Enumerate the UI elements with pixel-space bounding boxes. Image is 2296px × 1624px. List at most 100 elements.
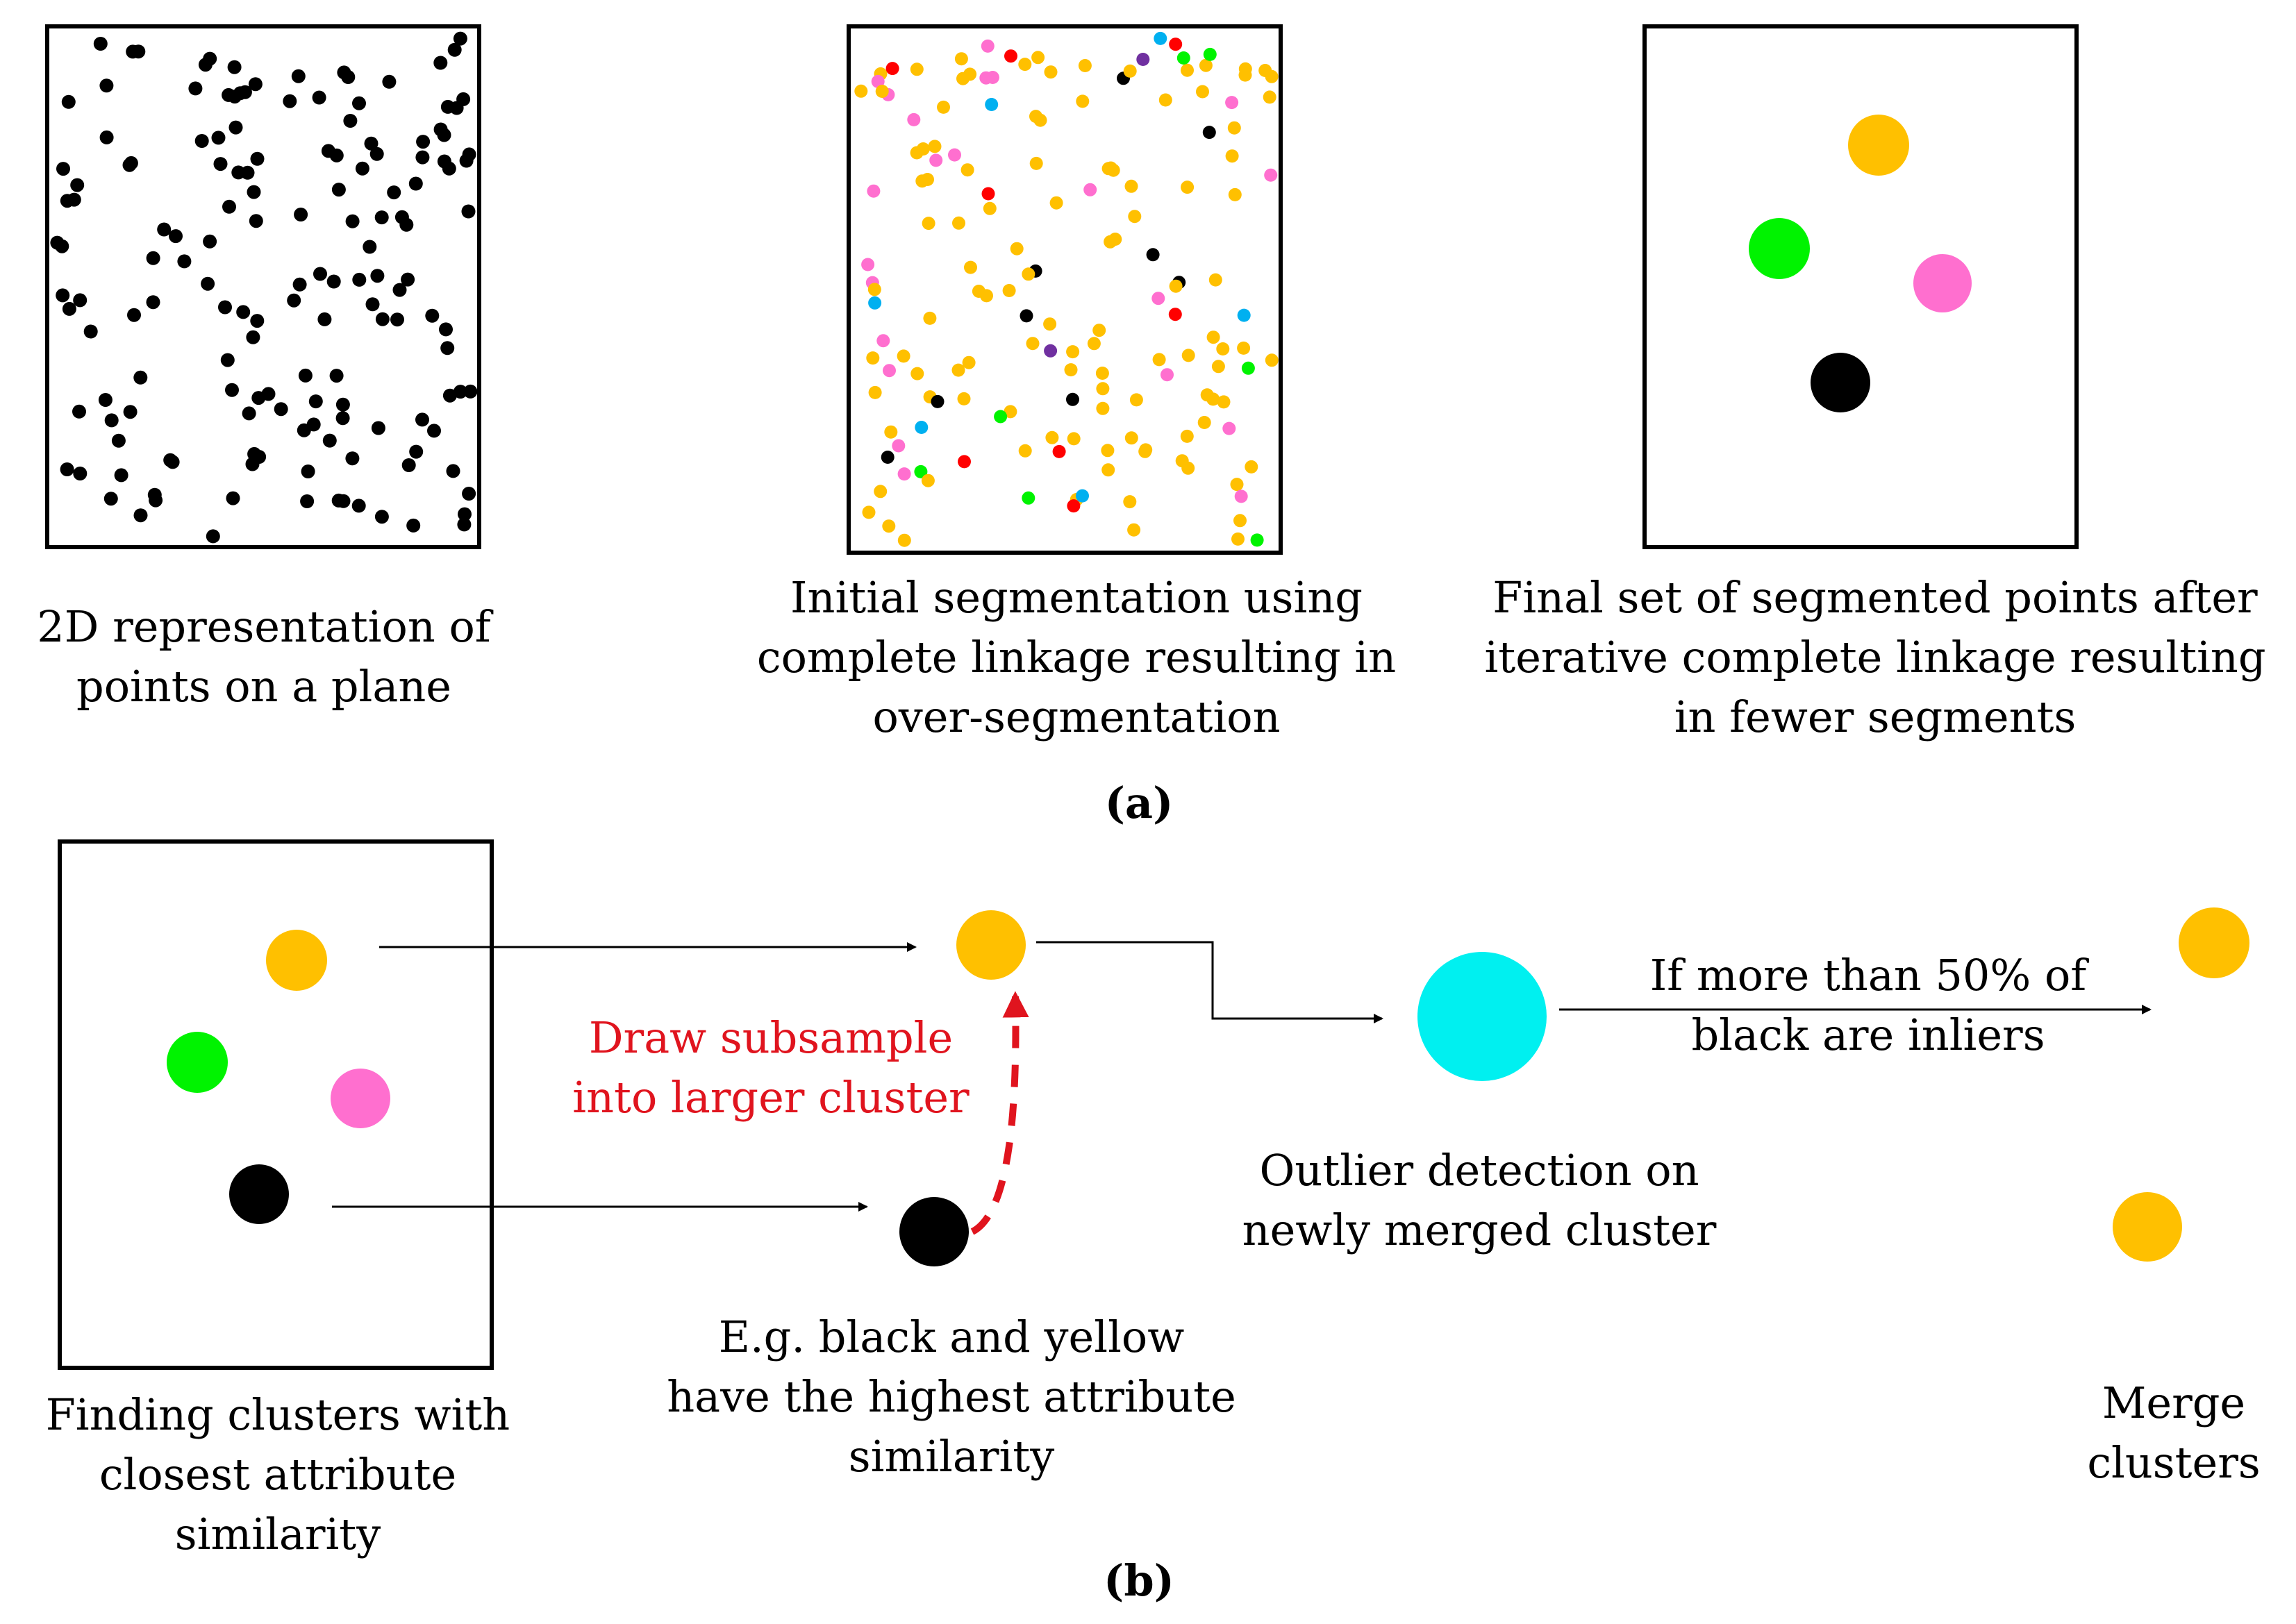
scatter-point	[375, 312, 390, 326]
initial-segmentation-frame	[847, 24, 1283, 555]
scatter-point	[355, 161, 369, 176]
scatter-point	[70, 178, 85, 192]
scatter-point	[1152, 353, 1166, 367]
scatter-point	[343, 114, 358, 128]
scatter-point	[1161, 368, 1174, 382]
caption-line: newly merged cluster	[1242, 1205, 1717, 1255]
scatter-point	[326, 274, 341, 289]
scatter-point	[1245, 460, 1258, 474]
scatter-point	[1151, 292, 1165, 305]
scatter-point	[1263, 90, 1276, 104]
scatter-point	[1078, 59, 1092, 72]
scatter-point	[335, 397, 350, 412]
scatter-point	[1136, 53, 1150, 66]
caption-line: E.g. black and yellow	[718, 1312, 1185, 1362]
scatter-point	[300, 494, 315, 508]
merge-yellow-cluster-bottom	[2113, 1192, 2182, 1262]
scatter-point	[951, 363, 965, 377]
scatter-point	[1123, 64, 1137, 78]
scatter-point	[247, 446, 262, 461]
draw-subsample-label: Draw subsample into larger cluster	[528, 1008, 1014, 1128]
scatter-point	[99, 78, 114, 93]
scatter-point	[233, 86, 247, 101]
caption-finding-clusters: Finding clusters with closest attribute …	[14, 1385, 542, 1564]
scatter-point	[1227, 121, 1241, 135]
scatter-point	[1066, 345, 1080, 359]
scatter-point	[336, 494, 351, 508]
scatter-point	[392, 283, 407, 297]
scatter-point	[188, 81, 203, 96]
scatter-point	[1020, 309, 1033, 323]
scatter-point	[867, 283, 881, 296]
scatter-point	[1101, 463, 1115, 477]
scatter-point	[1026, 337, 1040, 351]
scatter-point	[177, 254, 192, 269]
scatter-point	[1228, 187, 1242, 201]
scatter-point	[1067, 432, 1081, 446]
scatter-point	[416, 135, 431, 149]
scatter-point	[1202, 126, 1216, 140]
scatter-point	[1044, 344, 1058, 358]
scatter-point	[60, 462, 74, 476]
caption-line: complete linkage resulting in	[756, 632, 1397, 683]
b-green-cluster	[167, 1032, 228, 1093]
scatter-point	[240, 165, 255, 180]
scatter-point	[133, 370, 148, 385]
scatter-point	[317, 312, 332, 326]
scatter-point	[124, 156, 138, 170]
scatter-point	[345, 451, 360, 466]
scatter-point	[1203, 47, 1217, 61]
final-pink-cluster	[1913, 254, 1972, 312]
scatter-point	[363, 240, 377, 254]
scatter-point	[203, 234, 217, 249]
caption-line: similarity	[174, 1509, 381, 1559]
scatter-point	[1128, 210, 1142, 224]
scatter-point	[1250, 533, 1264, 547]
scatter-point	[146, 251, 160, 265]
scatter-point	[298, 368, 313, 383]
scatter-point	[415, 412, 429, 427]
scatter-point	[433, 56, 448, 70]
scatter-point	[1258, 64, 1272, 77]
scatter-point	[351, 499, 366, 513]
scatter-point	[457, 517, 472, 532]
scatter-point	[1045, 430, 1059, 444]
scatter-point	[374, 510, 389, 524]
scatter-point	[954, 52, 968, 66]
scatter-point	[440, 341, 455, 355]
scatter-point	[67, 192, 81, 207]
scatter-point	[1216, 342, 1230, 355]
scatter-point	[866, 351, 880, 365]
scatter-point	[884, 425, 898, 439]
scatter-point	[437, 128, 451, 142]
scatter-point	[1241, 361, 1255, 375]
scatter-point	[1181, 181, 1195, 194]
scatter-point	[868, 385, 882, 399]
final-segmentation-frame	[1642, 24, 2079, 549]
scatter-point	[1124, 179, 1138, 193]
scatter-point	[868, 296, 882, 310]
scatter-point	[897, 349, 910, 363]
scatter-point	[897, 467, 911, 481]
caption-highest-similarity: E.g. black and yellow have the highest a…	[611, 1307, 1292, 1487]
scatter-point	[1104, 235, 1117, 249]
scatter-point	[157, 222, 172, 237]
scatter-point	[352, 96, 366, 110]
scatter-point	[883, 364, 896, 378]
scatter-point	[442, 388, 457, 403]
scatter-point	[250, 151, 265, 166]
caption-initial-segmentation: Initial segmentation using complete link…	[729, 568, 1424, 747]
scatter-point	[921, 173, 934, 186]
scatter-point	[321, 144, 335, 158]
scatter-point	[957, 392, 971, 405]
scatter-point	[345, 214, 360, 228]
b-black-cluster	[229, 1164, 289, 1224]
scatter-point	[1031, 51, 1045, 65]
scatter-point	[1222, 421, 1236, 435]
scatter-point	[1124, 431, 1138, 445]
scatter-point	[335, 411, 350, 426]
scatter-point	[1123, 495, 1137, 509]
scatter-point	[985, 71, 999, 84]
caption-line: Merge	[2102, 1378, 2246, 1428]
scatter-point	[364, 136, 378, 151]
